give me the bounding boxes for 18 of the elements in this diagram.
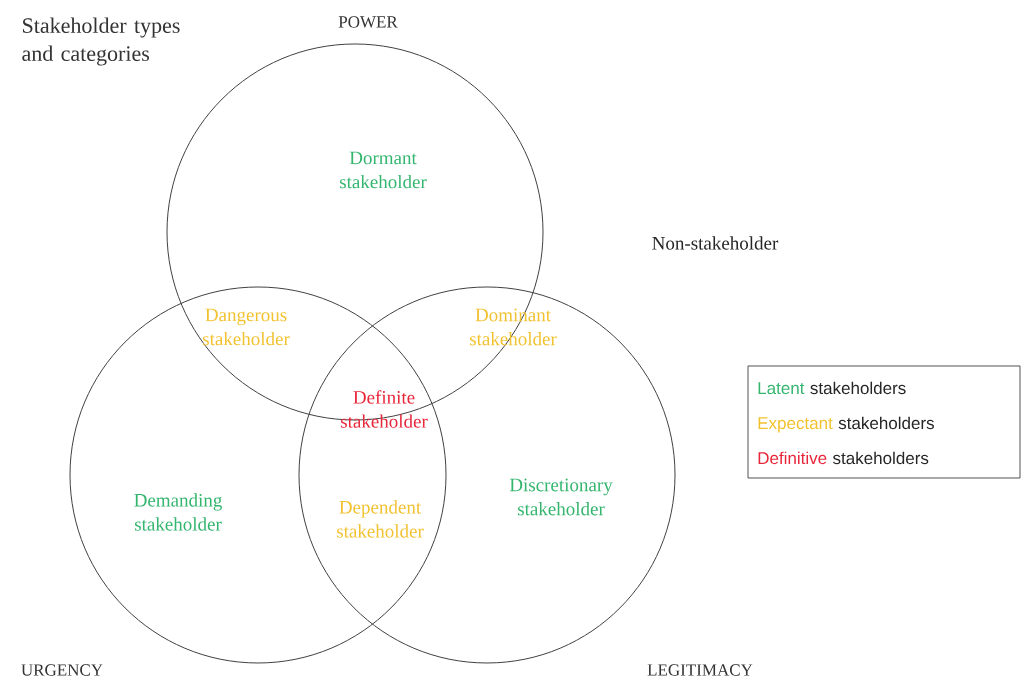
legend-key: Expectant bbox=[758, 417, 833, 433]
node-label: LEGITIMACY bbox=[647, 664, 753, 676]
region-label: Discretionary stakeholder bbox=[509, 478, 613, 516]
legend-text: stakeholders bbox=[833, 451, 929, 465]
region-label: Definite stakeholder bbox=[341, 390, 428, 428]
legend-key: Definitive bbox=[758, 451, 827, 465]
legend-text: stakeholders bbox=[838, 416, 934, 430]
region-label: Dominant stakeholder bbox=[470, 308, 557, 346]
legend-text: stakeholders bbox=[810, 381, 906, 395]
title: Stakeholder types and categories bbox=[22, 17, 180, 66]
legend-key: Latent bbox=[758, 382, 805, 395]
region-label: Dependent stakeholder bbox=[337, 500, 424, 538]
outside-label: Non-stakeholder bbox=[652, 236, 779, 250]
region-label: Demanding stakeholder bbox=[134, 493, 222, 531]
node-label: POWER bbox=[338, 16, 398, 28]
region-label: Dangerous stakeholder bbox=[203, 308, 290, 346]
region-label: Dormant stakeholder bbox=[340, 151, 427, 189]
node-label: URGENCY bbox=[21, 664, 103, 676]
